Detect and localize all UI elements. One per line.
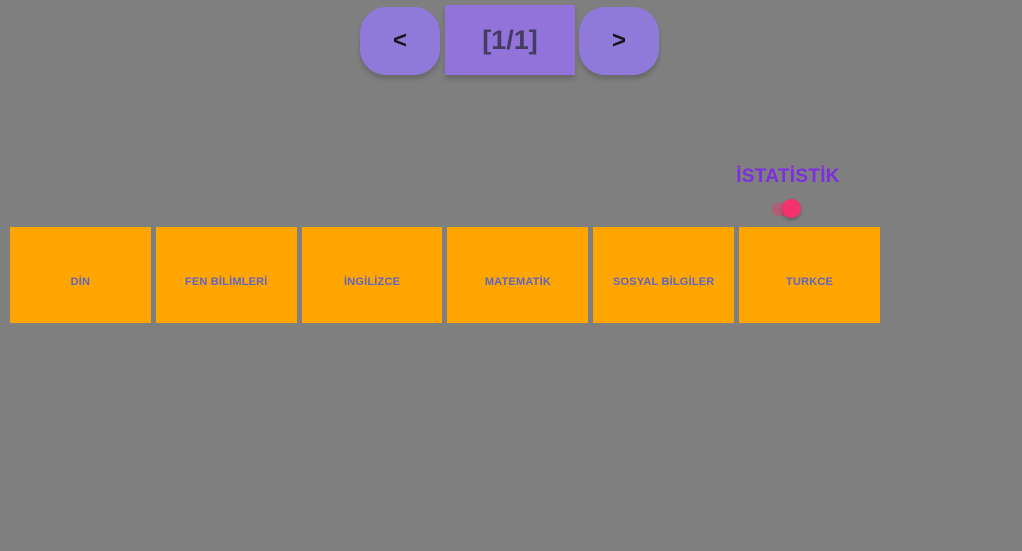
category-card-ingilizce[interactable]: İNGİLİZCE bbox=[301, 227, 443, 323]
category-card-sosyal-bilgiler[interactable]: SOSYAL BİLGİLER bbox=[593, 227, 735, 323]
category-card-turkce[interactable]: TURKCE bbox=[739, 227, 880, 323]
category-card-row: DİN FEN BİLİMLERİ İNGİLİZCE MATEMATİK SO… bbox=[10, 227, 880, 323]
page-indicator: [1/1] bbox=[445, 5, 575, 75]
next-page-button[interactable]: > bbox=[579, 7, 659, 75]
toggle-thumb-icon bbox=[782, 199, 801, 218]
category-label: FEN BİLİMLERİ bbox=[184, 276, 268, 288]
category-card-fen-bilimleri[interactable]: FEN BİLİMLERİ bbox=[155, 227, 297, 323]
previous-page-button[interactable]: < bbox=[360, 7, 440, 75]
category-label: MATEMATİK bbox=[484, 276, 551, 288]
statistics-label: İSTATİSTİK bbox=[736, 166, 840, 187]
category-card-matematik[interactable]: MATEMATİK bbox=[447, 227, 589, 323]
category-label: TURKCE bbox=[786, 276, 834, 288]
category-card-din[interactable]: DİN bbox=[10, 227, 151, 323]
category-label: SOSYAL BİLGİLER bbox=[613, 276, 715, 288]
category-label: DİN bbox=[70, 276, 91, 288]
statistics-toggle[interactable] bbox=[770, 198, 812, 222]
category-label: İNGİLİZCE bbox=[343, 276, 401, 288]
